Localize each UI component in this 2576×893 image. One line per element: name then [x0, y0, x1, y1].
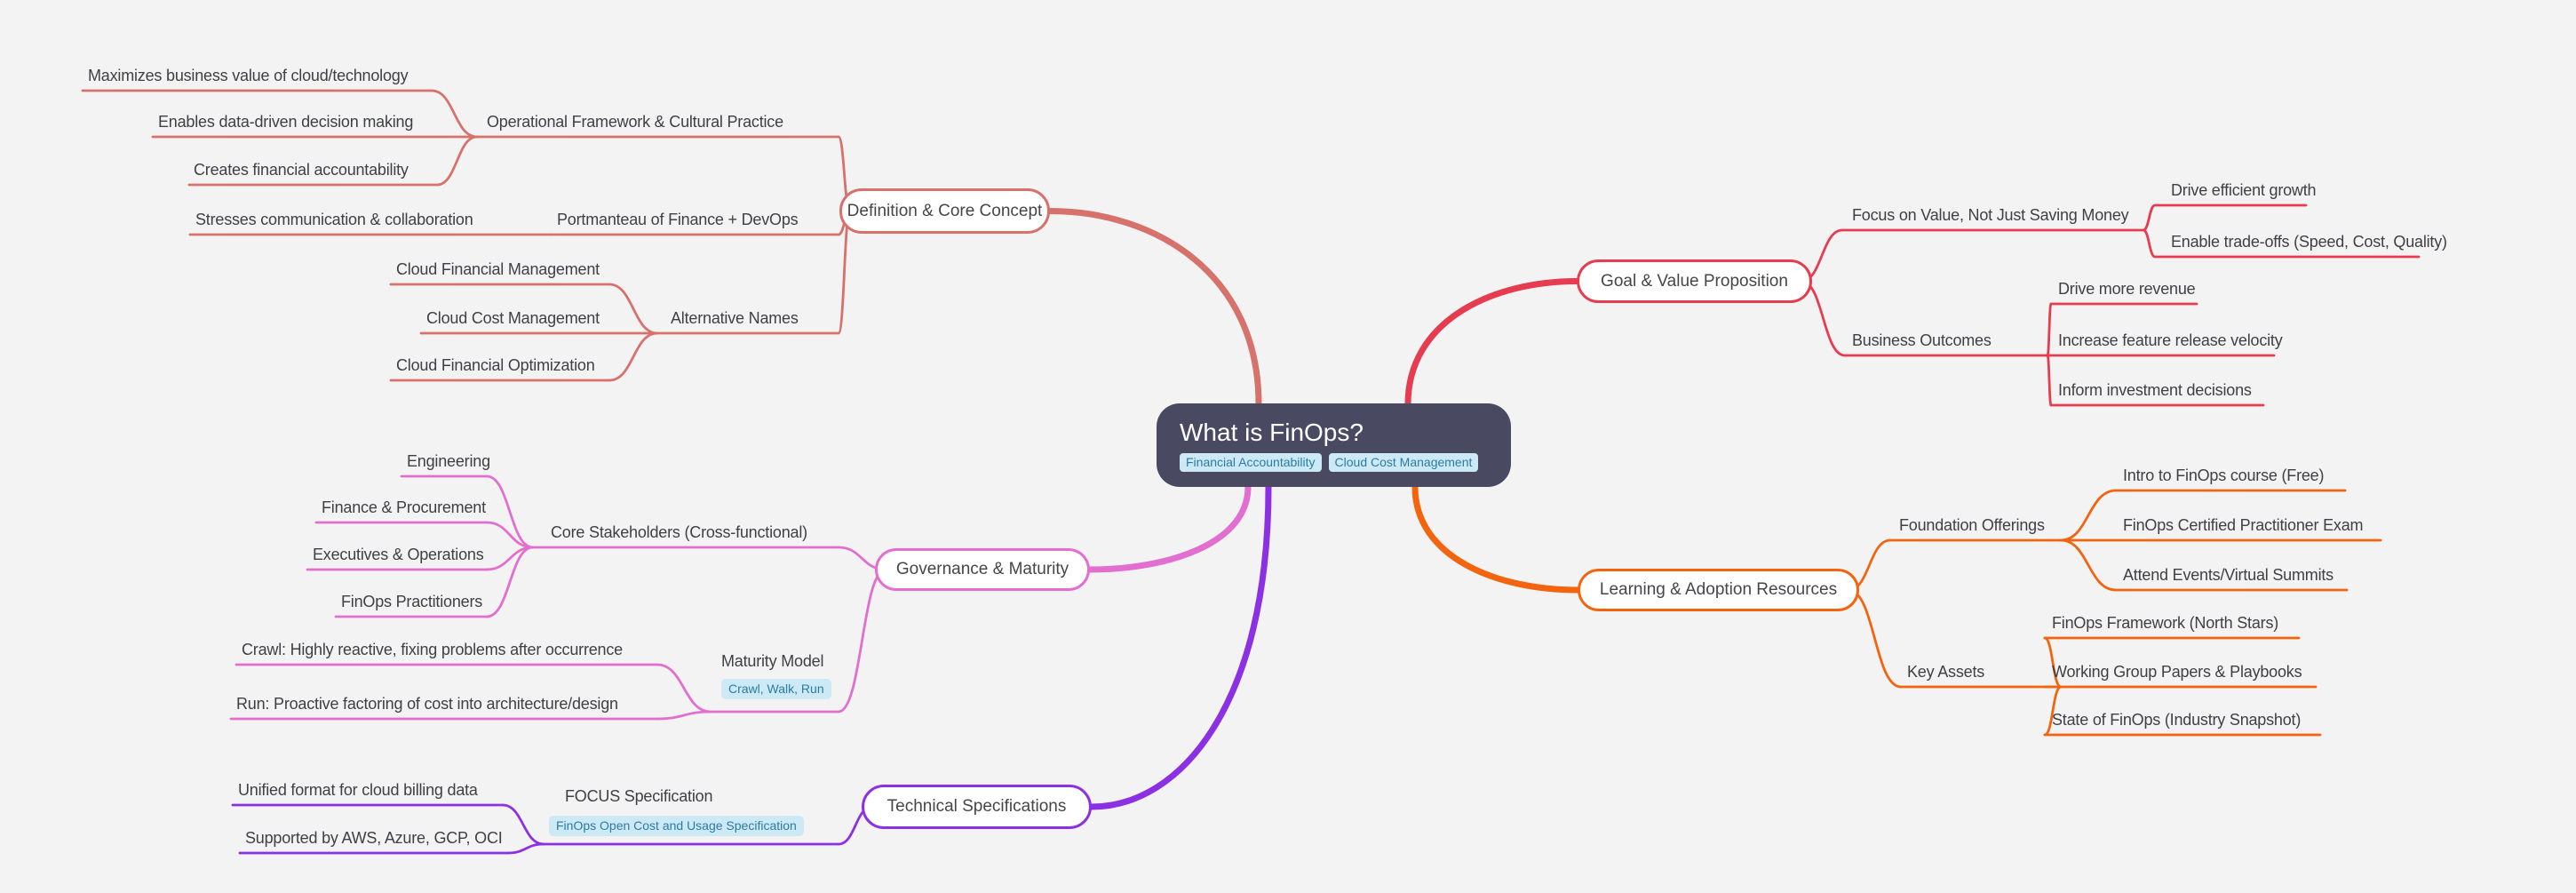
mindmap-node-focus-on-value-not-just-saving-money[interactable]: Focus on Value, Not Just Saving Money [1852, 206, 2129, 224]
mindmap-node-core-stakeholders-cross-functional[interactable]: Core Stakeholders (Cross-functional) [551, 523, 807, 541]
branch-node-definition-core-concept[interactable]: Definition & Core Concept [839, 188, 1050, 234]
parent-child-link [2043, 685, 2063, 737]
mindmap-node-crawl-highly-reactive-fixing-problems-af[interactable]: Crawl: Highly reactive, fixing problems … [242, 641, 623, 658]
parent-child-link [506, 842, 545, 855]
node-badge-finops-open-cost-and-usage-specification: FinOps Open Cost and Usage Specification [549, 816, 804, 836]
parent-child-link [485, 546, 535, 618]
parent-child-link [435, 135, 479, 187]
mindmap-node-unified-format-for-cloud-billing-data[interactable]: Unified format for cloud billing data [238, 781, 478, 799]
parent-child-link [485, 474, 535, 549]
mindmap-node-maturity-model[interactable]: Maturity Model [721, 652, 824, 670]
branch-node-governance-maturity[interactable]: Governance & Maturity [875, 548, 1090, 591]
mindmap-node-state-of-finops-industry-snapshot[interactable]: State of FinOps (Industry Snapshot) [2052, 711, 2302, 729]
branch-node-goal-value-proposition[interactable]: Goal & Value Proposition [1577, 259, 1812, 303]
parent-child-link [2059, 538, 2118, 592]
root-node-title: What is FinOps? [1180, 419, 1364, 446]
parent-child-link [430, 89, 479, 139]
mindmap-node-finops-certified-practitioner-exam[interactable]: FinOps Certified Practitioner Exam [2123, 516, 2364, 534]
mindmap-node-focus-specification[interactable]: FOCUS Specification [565, 787, 713, 805]
mindmap-node-creates-financial-accountability[interactable]: Creates financial accountability [194, 161, 409, 179]
parent-child-link [837, 568, 887, 714]
mindmap-node-executives-operations[interactable]: Executives & Operations [313, 546, 484, 563]
mindmap-node-intro-to-finops-course-free[interactable]: Intro to FinOps course (Free) [2123, 466, 2325, 484]
parent-child-link [2043, 636, 2063, 689]
mindmap-node-working-group-papers-playbooks[interactable]: Working Group Papers & Playbooks [2052, 663, 2302, 681]
parent-child-link [656, 710, 712, 721]
root-node-badges: Financial Accountability Cloud Cost Manag… [1180, 453, 1488, 472]
root-badge-cloud-cost-management: Cloud Cost Management [1328, 453, 1479, 472]
mindmap-node-drive-more-revenue[interactable]: Drive more revenue [2058, 280, 2196, 298]
mindmap-node-operational-framework-cultural-practice[interactable]: Operational Framework & Cultural Practic… [487, 113, 783, 131]
mindmap-node-finops-framework-north-stars[interactable]: FinOps Framework (North Stars) [2052, 614, 2279, 632]
parent-child-link [2142, 228, 2157, 259]
mindmap-node-foundation-offerings[interactable]: Foundation Offerings [1899, 516, 2045, 534]
root-branch-link [1088, 483, 1272, 810]
mindmap-node-engineering[interactable]: Engineering [407, 452, 490, 470]
parent-child-link [2046, 354, 2053, 407]
root-branch-link [1404, 278, 1580, 408]
mindmap-node-alternative-names[interactable]: Alternative Names [671, 309, 799, 327]
mindmap-node-finance-procurement[interactable]: Finance & Procurement [322, 498, 486, 516]
mindmap-node-maximizes-business-value-of-cloud-techno[interactable]: Maximizes business value of cloud/techno… [88, 67, 409, 84]
mindmap-node-inform-investment-decisions[interactable]: Inform investment decisions [2058, 381, 2252, 399]
parent-child-link [2142, 203, 2157, 232]
mindmap-node-enables-data-driven-decision-making[interactable]: Enables data-driven decision making [158, 113, 414, 131]
branch-node-learning-adoption-resources[interactable]: Learning & Adoption Resources [1578, 569, 1859, 611]
root-badge-financial-accountability: Financial Accountability [1180, 453, 1322, 472]
mindmap-node-portmanteau-of-finance-devops[interactable]: Portmanteau of Finance + DevOps [557, 211, 799, 228]
parent-child-link [608, 283, 659, 335]
mindmap-node-business-outcomes[interactable]: Business Outcomes [1852, 331, 1992, 349]
mindmap-node-cloud-financial-optimization[interactable]: Cloud Financial Optimization [396, 356, 595, 374]
mindmap-node-key-assets[interactable]: Key Assets [1907, 663, 1985, 681]
root-branch-link [1046, 208, 1262, 408]
mindmap-node-run-proactive-factoring-of-cost-into-arc[interactable]: Run: Proactive factoring of cost into ar… [236, 695, 618, 713]
mindmap-node-enable-trade-offs-speed-cost-quality[interactable]: Enable trade-offs (Speed, Cost, Quality) [2171, 233, 2447, 251]
mindmap-node-drive-efficient-growth[interactable]: Drive efficient growth [2171, 181, 2317, 199]
parent-child-link [1847, 588, 1903, 689]
branch-node-technical-specifications[interactable]: Technical Specifications [862, 785, 1092, 829]
root-branch-link [1411, 483, 1581, 594]
mindmap-node-stresses-communication-collaboration[interactable]: Stresses communication & collaboration [195, 211, 473, 228]
parent-child-link [501, 803, 545, 846]
mindmap-node-supported-by-aws-azure-gcp-oci[interactable]: Supported by AWS, Azure, GCP, OCI [245, 829, 503, 847]
parent-child-link [2059, 489, 2118, 542]
mindmap-node-finops-practitioners[interactable]: FinOps Practitioners [341, 593, 483, 610]
parent-child-link [608, 331, 659, 382]
root-node-what-is-finops[interactable]: What is FinOps? Financial Accountability… [1157, 403, 1511, 487]
mindmap-node-increase-feature-release-velocity[interactable]: Increase feature release velocity [2058, 331, 2283, 349]
mindmap-node-cloud-financial-management[interactable]: Cloud Financial Management [396, 260, 600, 278]
root-branch-link [1086, 483, 1252, 573]
node-badge-crawl-walk-run: Crawl, Walk, Run [721, 679, 831, 699]
parent-child-link [2046, 302, 2053, 357]
mindmap-node-attend-events-virtual-summits[interactable]: Attend Events/Virtual Summits [2123, 566, 2334, 584]
parent-child-link [656, 663, 712, 714]
mindmap-node-cloud-cost-management[interactable]: Cloud Cost Management [426, 309, 600, 327]
